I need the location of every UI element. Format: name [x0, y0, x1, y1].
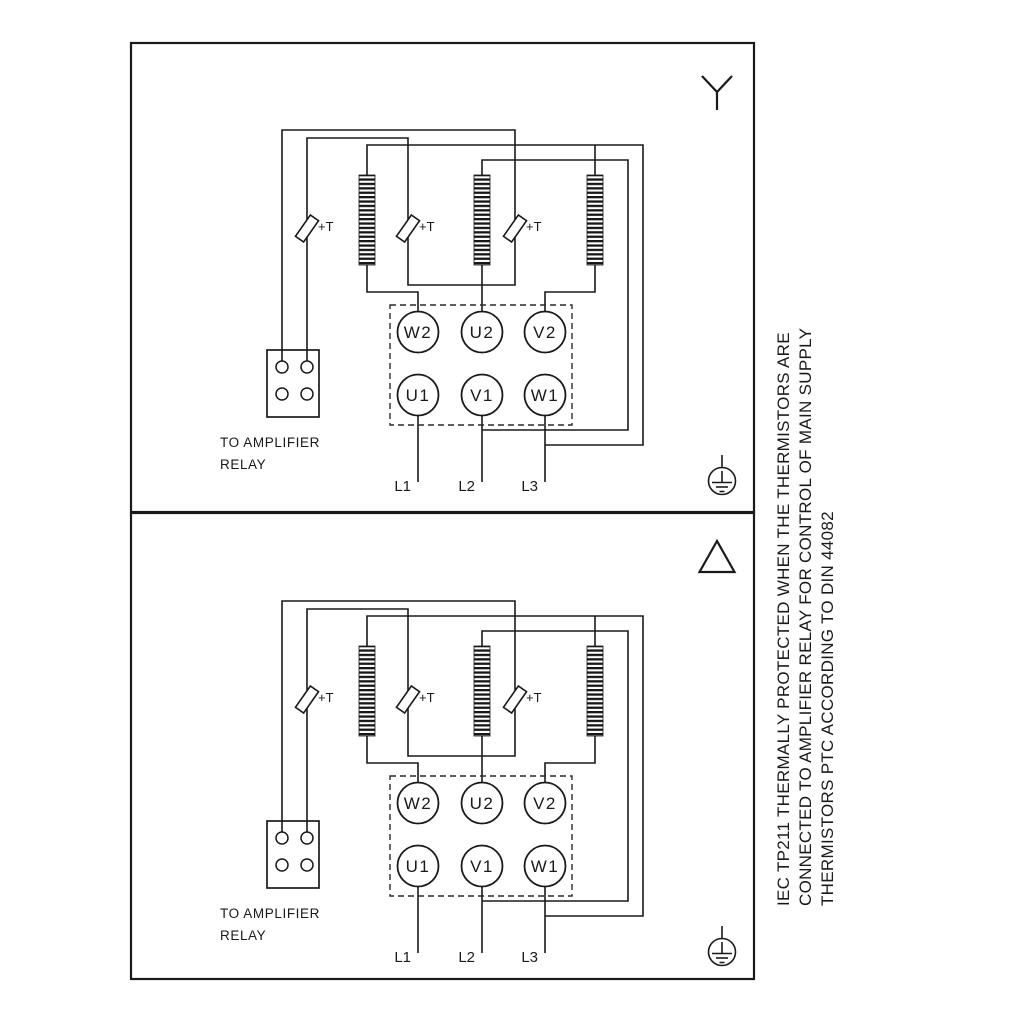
thermistor-label: +T: [526, 690, 542, 705]
panel-delta: +T +T +T W2 U2 V2 U1 V1 W1 L1 L2 L3 TO A…: [129, 511, 756, 981]
thermistor-label: +T: [526, 219, 542, 234]
star-connection-icon: [701, 75, 733, 110]
panel-delta-border: [129, 511, 756, 981]
supply-label-l2: L2: [458, 949, 475, 966]
relay-caption-line2: RELAY: [220, 457, 266, 472]
terminal-label-w1: W1: [531, 386, 560, 405]
supply-label-l1: L1: [394, 478, 411, 495]
side-note-line-1: IEC TP211 THERMALLY PROTECTED WHEN THE T…: [774, 332, 793, 906]
delta-connection-icon: [697, 538, 737, 574]
supply-label-l2: L2: [458, 478, 475, 495]
terminal-label-v2: V2: [533, 794, 557, 813]
terminal-label-w1: W1: [531, 857, 560, 876]
terminal-label-v2: V2: [533, 323, 557, 342]
panel-star: +T +T +T W2 U2 V2 U1 V1 W1 L1 L2 L3 TO A…: [129, 41, 756, 514]
relay-caption-line2: RELAY: [220, 928, 266, 943]
thermistor-label: +T: [419, 219, 435, 234]
supply-label-l3: L3: [521, 478, 538, 495]
panel-delta-circuit: [266, 600, 737, 967]
panel-star-circuit: [266, 129, 737, 496]
terminal-label-w2: W2: [404, 794, 433, 813]
terminal-label-u2: U2: [470, 323, 495, 342]
terminal-label-u1: U1: [406, 386, 431, 405]
relay-caption-line1: TO AMPLIFIER: [220, 906, 320, 921]
thermistor-label: +T: [318, 219, 334, 234]
terminal-label-v1: V1: [470, 857, 494, 876]
thermistor-label: +T: [419, 690, 435, 705]
terminal-label-w2: W2: [404, 323, 433, 342]
thermistor-label: +T: [318, 690, 334, 705]
terminal-label-u2: U2: [470, 794, 495, 813]
terminal-label-v1: V1: [470, 386, 494, 405]
side-note-line-2: CONNECTED TO AMPLIFIER RELAY FOR CONTROL…: [796, 328, 815, 906]
terminal-label-u1: U1: [406, 857, 431, 876]
side-note-line-3: THERMISTORS PTC ACCORDING TO DIN 44082: [818, 511, 837, 906]
supply-label-l1: L1: [394, 949, 411, 966]
relay-caption-line1: TO AMPLIFIER: [220, 435, 320, 450]
side-note: IEC TP211 THERMALLY PROTECTED WHEN THE T…: [774, 328, 837, 906]
supply-label-l3: L3: [521, 949, 538, 966]
